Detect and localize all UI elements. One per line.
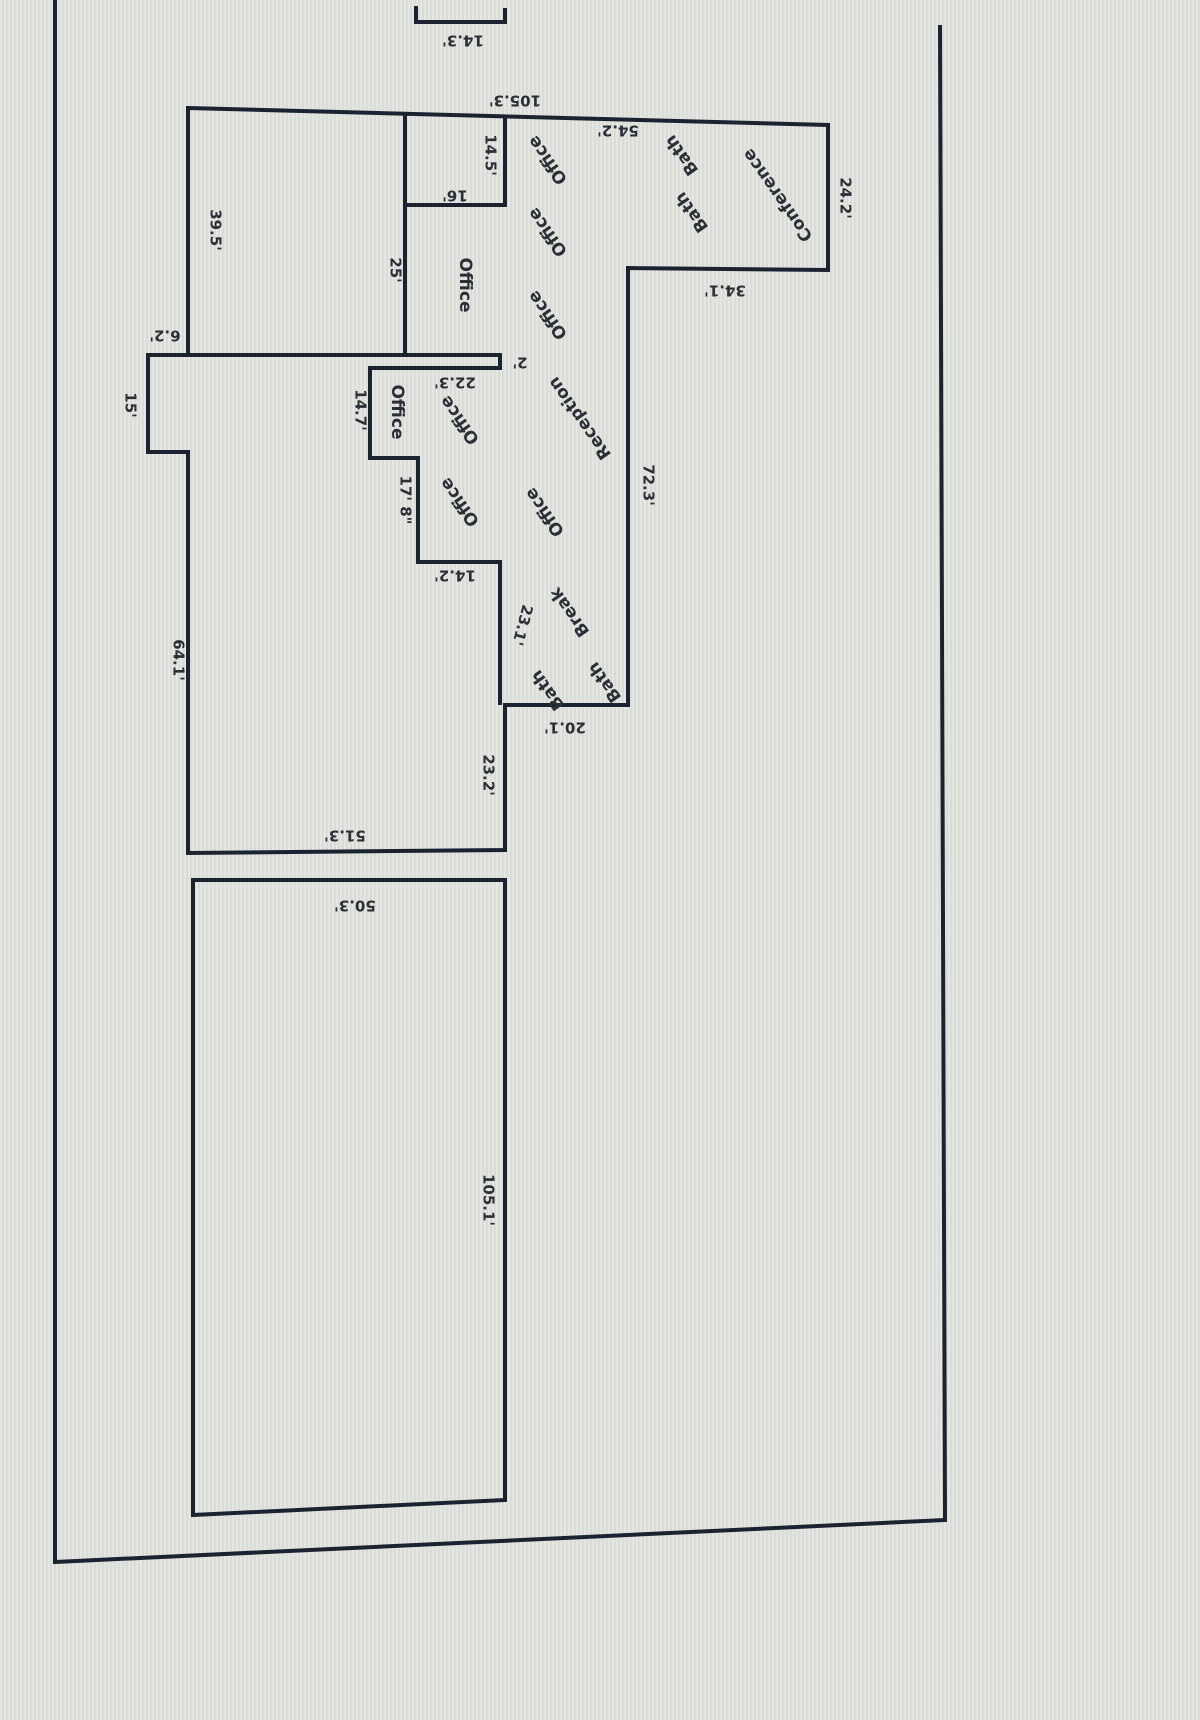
room-label-bath-3: Bath: [584, 658, 626, 706]
wall-small-room: [405, 115, 507, 207]
room-label-office-1: Office: [524, 132, 572, 189]
room-label-office-8: Office: [521, 484, 569, 541]
room-label-conference: Conference: [739, 145, 818, 246]
main-building-outline: [146, 105, 830, 856]
dimension-label-step-low: 14.2': [434, 567, 476, 585]
dimension-label-right-lower: 23.2': [480, 754, 498, 796]
dimension-label-left-room-height: 39.5': [207, 209, 225, 251]
room-label-bath-2: Bath: [661, 131, 703, 179]
dimension-label-bath-area: 54.2': [597, 122, 639, 140]
dimension-label-left-long: 64.1': [170, 639, 188, 681]
dimension-label-bump-width: 15': [122, 392, 140, 417]
screen-frame: [53, 0, 948, 1565]
room-label-office-4: Office: [455, 257, 475, 312]
dimension-label-office-small-width: 22.3': [434, 374, 476, 392]
room-label-office-7: Office: [436, 474, 484, 531]
room-label-office-6: Office: [436, 392, 484, 449]
dimension-label-annex-width: 50.3': [334, 897, 376, 915]
dimension-label-top-width: 105.3': [489, 92, 541, 110]
dimension-label-bath-width: 23.1': [508, 603, 536, 648]
dimension-label-corridor: 2': [512, 354, 527, 372]
wall-steps: [368, 366, 502, 705]
dimension-label-small-room-width: 16': [442, 187, 467, 205]
dimension-label-conference-width: 24.2': [837, 177, 855, 219]
annex-outline: [191, 878, 507, 1518]
labels: 14.3' 105.3' 14.5' 16' 39.5' 25' 6.2' 15' 14.7' 2…: [122, 32, 855, 1227]
room-label-break: Break: [545, 583, 594, 641]
dimension-label-lower-width: 51.3': [324, 827, 366, 845]
room-label-bath-1: Bath: [671, 188, 713, 236]
dimension-label-office-height: 25': [387, 257, 405, 282]
dimension-label-step-left: 6.2': [149, 327, 180, 345]
room-label-reception: Reception: [544, 373, 616, 463]
dimension-label-step-mid: 17' 8": [397, 476, 415, 525]
dimension-label-small-room-height: 14.5': [482, 134, 500, 176]
dimension-label-long-side: 72.3': [640, 464, 658, 506]
room-label-office-3: Office: [524, 287, 572, 344]
dimension-label-annex-length: 105.1': [480, 1174, 498, 1226]
room-label-office-5: Office: [387, 384, 407, 439]
dimension-label-office-small-height: 14.7': [352, 389, 370, 431]
room-label-office-2: Office: [524, 204, 572, 261]
dimension-label-top-notch: 14.3': [442, 32, 484, 50]
top-notch-wall: [414, 6, 507, 24]
dimension-label-wing-width: 34.1': [704, 282, 746, 300]
dimension-label-bottom-step: 20.1': [544, 719, 586, 737]
